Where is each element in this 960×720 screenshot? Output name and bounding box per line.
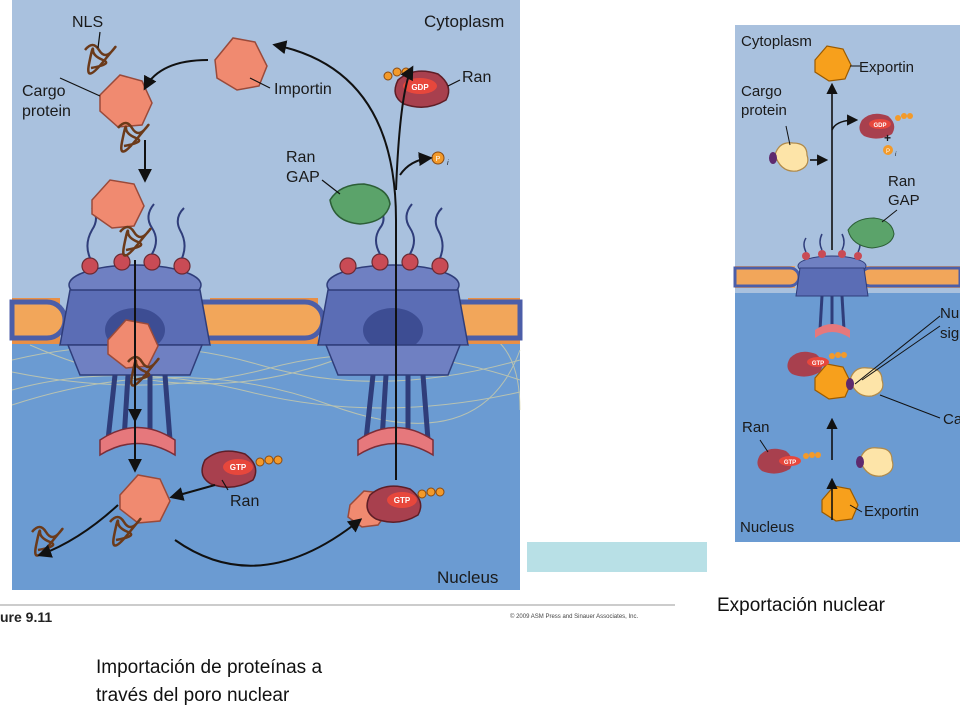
ran-label-right: Ran bbox=[742, 419, 770, 436]
gtp-label-left: GTP bbox=[230, 463, 247, 472]
nes-shapes bbox=[769, 152, 864, 468]
cytoplasm-label-right: Cytoplasm bbox=[741, 33, 812, 50]
cargo-shapes-right bbox=[774, 142, 894, 477]
pathway-arrows bbox=[37, 40, 433, 567]
cargo-label-right-line2: protein bbox=[741, 102, 787, 119]
rangap-label-line1: Ran bbox=[286, 149, 315, 166]
nucleus-label-right: Nucleus bbox=[740, 519, 794, 536]
cytoplasm-label: Cytoplasm bbox=[424, 12, 504, 31]
import-caption-line2: través del poro nuclear bbox=[96, 685, 290, 706]
ran-gtp-right bbox=[757, 448, 821, 474]
gtp-label-right: GTP bbox=[784, 460, 796, 466]
pi-subscript-right: i bbox=[895, 152, 897, 158]
import-caption-line1: Importación de proteínas a bbox=[96, 657, 323, 678]
export-diagram: Cytoplasm Exportin Cargo protein GDP + P… bbox=[733, 25, 960, 542]
rangap-label-right-line1: Ran bbox=[888, 173, 916, 190]
cargo-label-cut: Ca bbox=[943, 411, 960, 428]
figure-number: ure 9.11 bbox=[0, 609, 52, 625]
exportin-label-top: Exportin bbox=[859, 59, 914, 76]
nucleus-label: Nucleus bbox=[437, 568, 498, 587]
export-leaders bbox=[759, 65, 941, 513]
rangap-shape-right bbox=[847, 217, 895, 249]
ran-gtp-export-complex bbox=[787, 351, 847, 377]
ran-gtp-left bbox=[201, 450, 283, 488]
gtp-label-right-complex: GTP bbox=[812, 361, 824, 367]
cytoplasm-region bbox=[12, 0, 520, 302]
importin-shapes bbox=[91, 37, 389, 528]
signal-label-line1: Nu bbox=[940, 305, 959, 322]
ran-gdp-right bbox=[859, 113, 913, 155]
importin-label: Importin bbox=[274, 81, 332, 98]
cargo-protein-label-line2: protein bbox=[22, 103, 71, 120]
rangap-label-line2: GAP bbox=[286, 169, 320, 186]
gdp-label: GDP bbox=[411, 83, 429, 92]
export-caption: Exportación nuclear bbox=[717, 595, 885, 616]
highlight-panel bbox=[527, 542, 707, 572]
gtp-label-complex: GTP bbox=[394, 496, 411, 505]
cargo-label-right-line1: Cargo bbox=[741, 83, 782, 100]
ran-gtp-label: Ran bbox=[230, 493, 259, 510]
rangap-label-right-line2: GAP bbox=[888, 192, 920, 209]
gdp-label-right: GDP bbox=[873, 123, 886, 129]
signal-label-line2: sig bbox=[940, 325, 959, 342]
rangap-shape bbox=[329, 183, 391, 225]
pi-label: P bbox=[436, 156, 441, 163]
nls-label: NLS bbox=[72, 14, 103, 31]
copyright-notice: © 2009 ASM Press and Sinauer Associates,… bbox=[510, 613, 638, 620]
label-leaders bbox=[59, 31, 461, 491]
import-diagram: Cytoplasm Nucleus NLS Cargo protein Impo… bbox=[0, 0, 675, 625]
nuclear-pore-complex-right bbox=[317, 203, 469, 457]
pi-subscript: i bbox=[447, 160, 449, 167]
nuclear-pore-right bbox=[795, 233, 869, 338]
plus-sign: + bbox=[884, 131, 891, 145]
export-arrows bbox=[810, 82, 859, 520]
ran-gtp-complex bbox=[366, 485, 445, 523]
import-caption: Importación de proteínas a través del po… bbox=[96, 654, 322, 710]
cargo-protein-label-line1: Cargo bbox=[22, 83, 66, 100]
exportin-label-bottom: Exportin bbox=[864, 503, 919, 520]
pi-label-right: P bbox=[886, 149, 890, 155]
ran-label-top: Ran bbox=[462, 69, 491, 86]
